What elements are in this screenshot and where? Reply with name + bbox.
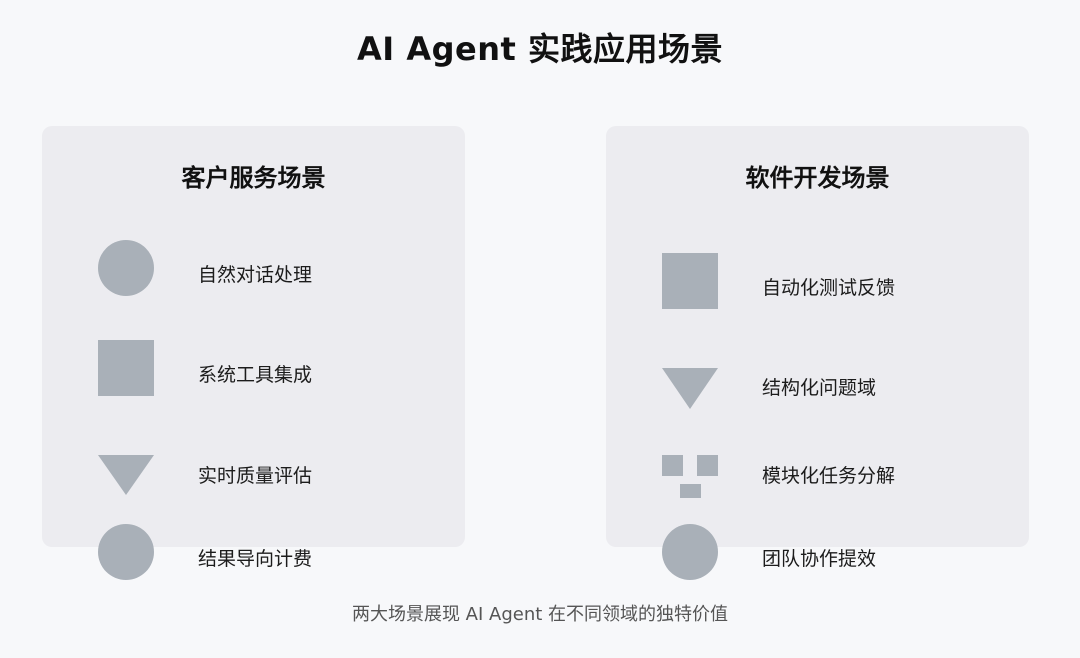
list-item: 系统工具集成: [42, 334, 465, 404]
caption: 两大场景展现 AI Agent 在不同领域的独特价值: [351, 604, 729, 625]
item-label: 自然对话处理: [198, 264, 313, 286]
triangle-icon: [97, 440, 155, 498]
item-label: 实时质量评估: [198, 465, 313, 487]
item-label: 系统工具集成: [198, 364, 313, 386]
page-title: AI Agent 实践应用场景: [357, 30, 723, 68]
circle-icon: [661, 523, 719, 581]
panel-title-customer-service: 客户服务场景: [181, 164, 326, 192]
item-label: 团队协作提效: [762, 548, 877, 570]
list-item: 结构化问题域: [606, 347, 1029, 417]
software-dev-panel: 软件开发场景 自动化测试反馈 结构化问题域 模块化任务分解: [606, 126, 1029, 580]
triangle-icon: [661, 352, 719, 410]
square-icon: [97, 339, 155, 397]
square-icon: [661, 252, 719, 310]
item-label: 自动化测试反馈: [762, 277, 896, 299]
list-item: 模块化任务分解: [606, 435, 1029, 505]
item-label: 结果导向计费: [198, 548, 313, 570]
list-item: 自动化测试反馈: [606, 247, 1029, 317]
item-label: 模块化任务分解: [762, 465, 896, 487]
list-item: 实时质量评估: [42, 435, 465, 505]
list-item: 自然对话处理: [42, 234, 465, 304]
circle-icon: [97, 523, 155, 581]
customer-service-panel: 客户服务场景 自然对话处理 系统工具集成 实时质量评估 结果导向计费: [42, 126, 465, 580]
panel-title-software-dev: 软件开发场景: [745, 164, 890, 192]
item-label: 结构化问题域: [762, 377, 877, 399]
blocks-icon: [661, 440, 719, 498]
list-item: 团队协作提效: [606, 518, 1029, 588]
list-item: 结果导向计费: [42, 518, 465, 588]
circle-icon: [97, 239, 155, 297]
